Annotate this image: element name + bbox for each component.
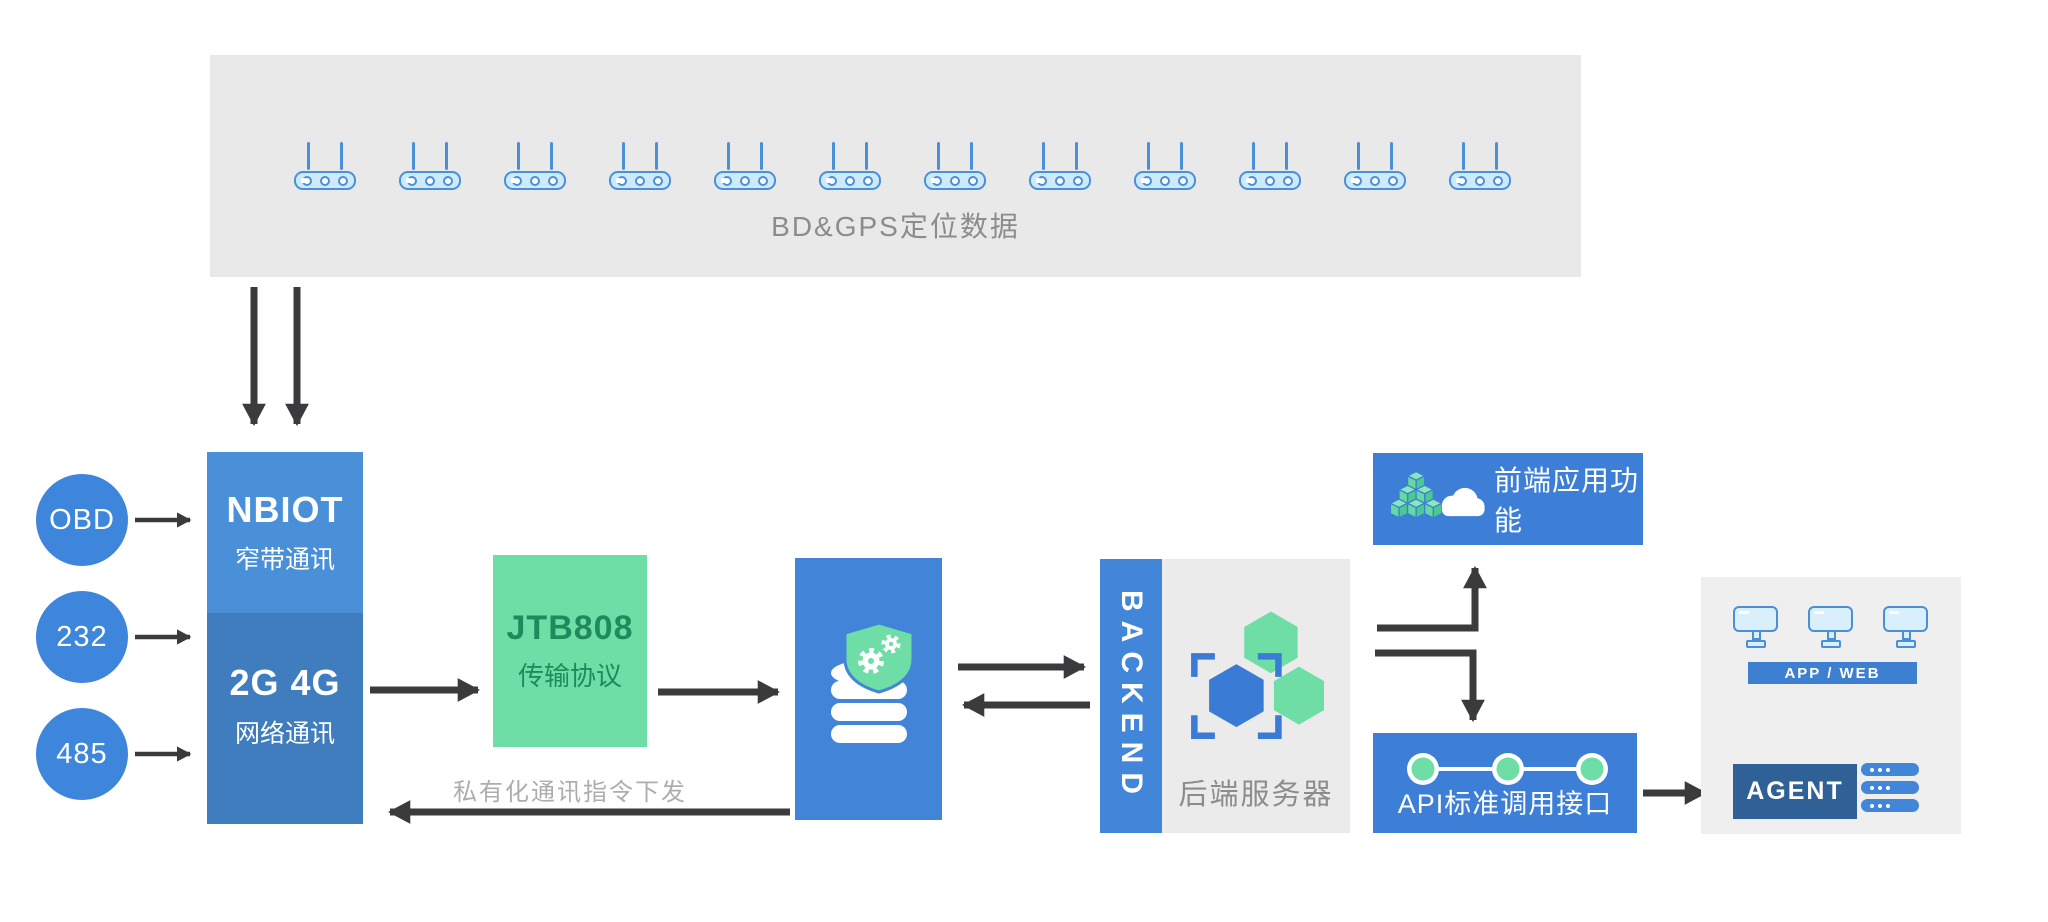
cube	[1406, 498, 1427, 519]
cube	[1423, 498, 1444, 519]
router-icon	[504, 140, 566, 190]
cube	[1414, 484, 1435, 506]
router-icon	[609, 140, 671, 190]
frontend-label: 前端应用功能	[1494, 465, 1640, 536]
server-bar-icon	[1861, 799, 1919, 812]
server-stack-icon	[1861, 763, 1919, 812]
input-circle-485: 485	[36, 708, 128, 800]
shield-icon	[843, 621, 914, 694]
backend-caption: 后端服务器	[1178, 779, 1334, 811]
downlink-caption: 私有化通讯指令下发	[453, 779, 687, 806]
protocol-box: JTB808 传输协议	[493, 555, 647, 747]
nbiot-subtitle: 窄带通讯	[234, 546, 335, 574]
server-bar-icon	[1861, 763, 1919, 776]
agent-label: AGENT	[1746, 777, 1844, 805]
cubes-cloud-icon	[1388, 470, 1485, 519]
cloud-icon	[1441, 487, 1485, 517]
comm-module-box: NBIOT 窄带通讯 2G 4G 网络通讯	[207, 452, 363, 824]
frontend-box: 前端应用功能	[1373, 453, 1643, 545]
router-icon	[1029, 140, 1091, 190]
router-icon	[1239, 140, 1301, 190]
monitor-icon	[1883, 606, 1929, 648]
router-icon	[819, 140, 881, 190]
device-row	[294, 140, 1511, 190]
database-box	[795, 558, 942, 820]
cellular-title: 2G 4G	[229, 661, 341, 703]
corner-brackets-icon	[1191, 653, 1282, 740]
app-web-bar: APP / WEB	[1748, 662, 1917, 684]
arrow-backend-to-frontend	[1377, 565, 1487, 632]
backend-vertical-label: BACKEND	[1115, 589, 1148, 803]
monitor-icon	[1808, 606, 1854, 648]
api-nodes-icon	[1407, 753, 1608, 785]
server-bar-icon	[1861, 781, 1919, 794]
device-caption: BD&GPS定位数据	[771, 211, 1020, 242]
nbiot-section: NBIOT 窄带通讯	[207, 452, 363, 613]
client-panel: APP / WEB AGENT	[1701, 577, 1961, 834]
router-icon	[714, 140, 776, 190]
api-box: API标准调用接口	[1373, 733, 1637, 833]
cellular-subtitle: 网络通讯	[234, 719, 335, 748]
backend-strip: BACKEND	[1100, 559, 1162, 833]
arrow-backend-to-api	[1375, 649, 1485, 723]
input-circle-obd: OBD	[36, 474, 128, 566]
device-cloud-panel: BD&GPS定位数据	[210, 55, 1581, 277]
backend-server-panel: 后端服务器	[1162, 559, 1350, 833]
485-label: 485	[56, 737, 108, 770]
database-shield-icon	[830, 621, 914, 743]
monitor-icon	[1733, 606, 1779, 648]
cellular-section: 2G 4G 网络通讯	[207, 613, 363, 824]
app-web-label: APP / WEB	[1784, 664, 1881, 682]
router-icon	[1134, 140, 1196, 190]
hexagon-cluster-icon	[1191, 611, 1325, 740]
cube	[1388, 498, 1409, 519]
router-icon	[924, 140, 986, 190]
api-label: API标准调用接口	[1397, 789, 1613, 819]
nbiot-title: NBIOT	[226, 489, 344, 530]
input-circle-232: 232	[36, 591, 128, 683]
232-label: 232	[56, 620, 108, 653]
protocol-title: JTB808	[506, 609, 634, 647]
router-icon	[1344, 140, 1406, 190]
router-icon	[294, 140, 356, 190]
obd-label: OBD	[49, 503, 115, 536]
protocol-subtitle: 传输协议	[517, 661, 622, 691]
router-icon	[1449, 140, 1511, 190]
agent-box: AGENT	[1733, 764, 1857, 819]
router-icon	[399, 140, 461, 190]
monitor-row	[1701, 606, 1961, 648]
